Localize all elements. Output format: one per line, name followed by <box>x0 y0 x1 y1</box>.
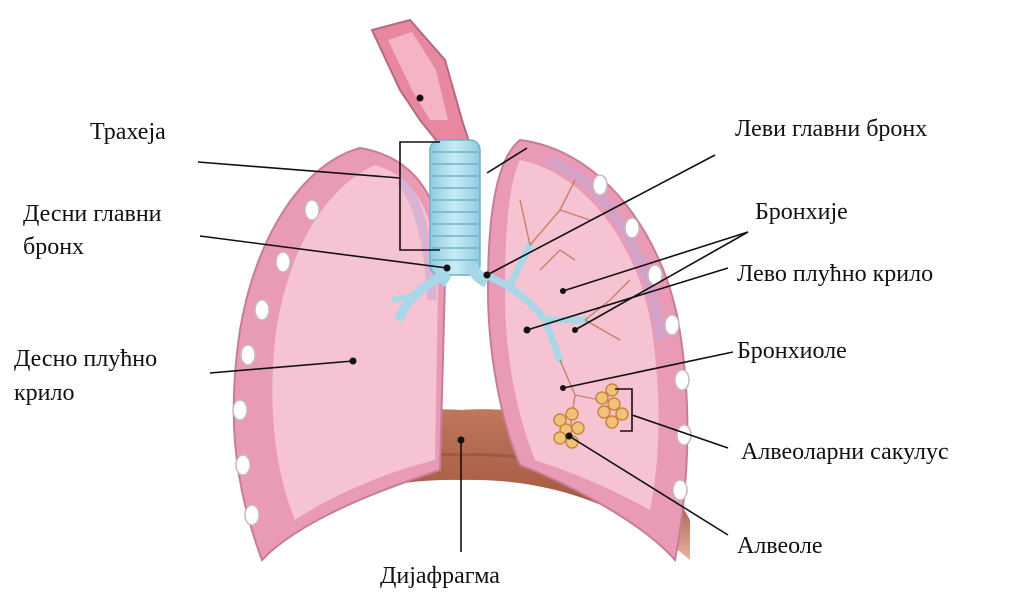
left-lung <box>485 140 691 560</box>
label-right-lung-line1: Десно плућно <box>14 345 157 374</box>
label-diaphragm: Дијафрагма <box>380 562 500 591</box>
label-alveolar-sac: Алвеоларни сакулус <box>741 438 949 467</box>
label-bronchi: Бронхије <box>755 198 848 227</box>
right-lung <box>233 148 445 560</box>
label-left-lung: Лево плућно крило <box>737 260 933 289</box>
label-left-main-bronchus: Леви главни бронх <box>735 115 927 144</box>
label-right-main-bronchus-line1: Десни главни <box>23 200 162 229</box>
label-right-lung-line2: крило <box>14 379 74 408</box>
label-trachea: Трахеја <box>90 118 166 147</box>
label-bronchioles: Бронхиоле <box>737 337 847 366</box>
label-alveoli: Алвеоле <box>737 532 822 561</box>
label-right-main-bronchus-line2: бронх <box>23 233 84 262</box>
